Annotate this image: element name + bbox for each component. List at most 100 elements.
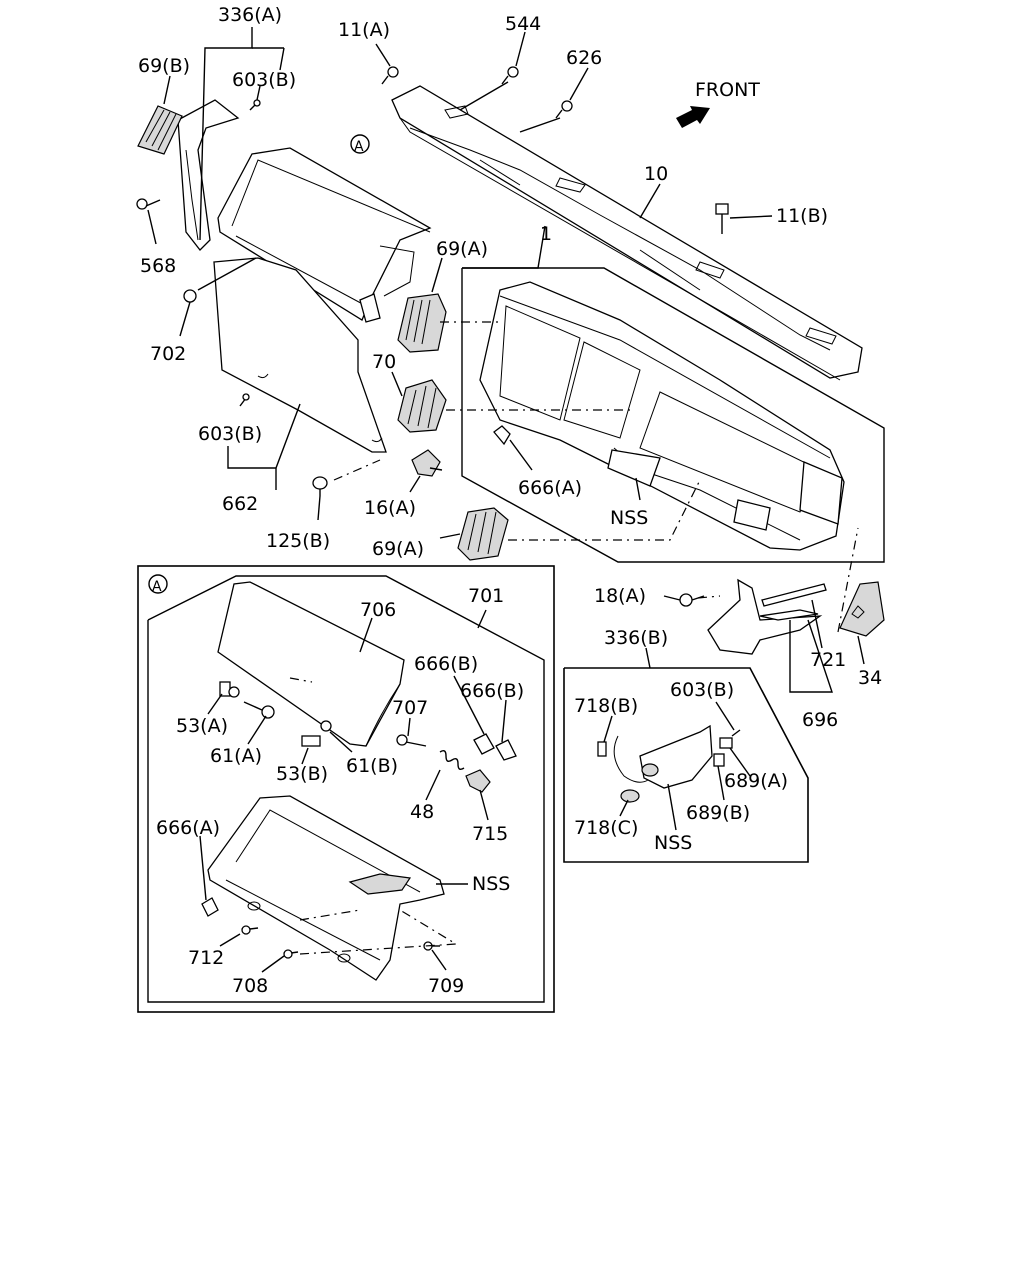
front-arrow-icon <box>676 106 710 128</box>
label-662: 662 <box>222 493 258 515</box>
label-34: 34 <box>858 667 882 689</box>
screw-544 <box>501 66 519 85</box>
label-nss-top: NSS <box>610 507 648 529</box>
lid-706 <box>217 581 405 747</box>
detail-a-inner-frame <box>147 575 545 1003</box>
nut-702 <box>183 289 197 303</box>
label-10: 10 <box>644 163 668 185</box>
pad-689b <box>713 753 725 767</box>
vent-69a-bottom <box>457 507 509 561</box>
label-709: 709 <box>428 975 464 997</box>
subbox-336b-frame <box>563 667 809 863</box>
bolt-11b <box>715 203 729 234</box>
label-70: 70 <box>372 351 396 373</box>
hinge-53a <box>219 681 240 698</box>
label-702: 702 <box>150 343 186 365</box>
label-18a: 18(A) <box>594 585 646 607</box>
screw-568 <box>136 198 161 210</box>
front-label: FRONT <box>695 79 760 101</box>
label-715: 715 <box>472 823 508 845</box>
label-nss-box: NSS <box>654 832 692 854</box>
label-69a-top: 69(A) <box>436 238 488 260</box>
label-696: 696 <box>802 709 838 731</box>
label-11a: 11(A) <box>338 19 390 41</box>
label-718c: 718(C) <box>574 817 638 839</box>
glove-box-upper <box>217 147 432 323</box>
glove-box-lid-662 <box>213 257 387 453</box>
label-666a-box: 666(A) <box>156 817 220 839</box>
label-666b-2: 666(B) <box>460 680 524 702</box>
label-707: 707 <box>392 697 428 719</box>
screw-708 <box>283 949 299 959</box>
label-11b: 11(B) <box>776 205 828 227</box>
label-nss-detail: NSS <box>472 873 510 895</box>
label-689a: 689(A) <box>724 770 788 792</box>
latch-715 <box>465 769 491 793</box>
label-721: 721 <box>810 649 846 671</box>
grommet-718c <box>620 789 640 803</box>
pad-689a <box>719 737 733 749</box>
dashboard-main-panel <box>479 281 845 551</box>
label-53a: 53(A) <box>176 715 228 737</box>
label-61b: 61(B) <box>346 755 398 777</box>
vent-70 <box>397 379 447 433</box>
label-336a: 336(A) <box>218 4 282 26</box>
screw-603b-box <box>731 729 741 737</box>
dash-top-rail <box>391 85 863 381</box>
label-626: 626 <box>566 47 602 69</box>
label-701: 701 <box>468 585 504 607</box>
screw-603b-mid <box>239 393 250 407</box>
label-706: 706 <box>360 599 396 621</box>
label-718b: 718(B) <box>574 695 638 717</box>
bolt-707 <box>396 734 427 747</box>
dashboard-bracket <box>461 267 885 563</box>
label-61a: 61(A) <box>210 745 262 767</box>
clip-666b-1 <box>473 733 495 755</box>
latch-16a <box>411 449 443 477</box>
clip-125b <box>312 476 328 496</box>
detail-a-marker-icon <box>350 134 370 154</box>
label-603b-mid: 603(B) <box>198 423 262 445</box>
screw-603b-top <box>249 99 261 111</box>
label-53b: 53(B) <box>276 763 328 785</box>
hinge-53b <box>301 735 321 747</box>
panel-336b-detail <box>613 724 713 789</box>
detail-a-box-marker: A <box>152 579 162 595</box>
side-panel-336a <box>177 99 240 251</box>
label-603b-top: 603(B) <box>232 69 296 91</box>
label-69b: 69(B) <box>138 55 190 77</box>
clip-718b <box>597 741 607 757</box>
label-712: 712 <box>188 947 224 969</box>
leader-dash-3 <box>333 459 381 481</box>
vent-69a-top <box>397 293 447 353</box>
clip-666b-2 <box>495 739 517 761</box>
label-568: 568 <box>140 255 176 277</box>
label-16a: 16(A) <box>364 497 416 519</box>
detail-a-box-marker-icon <box>148 574 168 594</box>
label-1: 1 <box>540 223 552 245</box>
label-708: 708 <box>232 975 268 997</box>
label-336b: 336(B) <box>604 627 668 649</box>
bolt-11a <box>381 66 399 85</box>
trim-34 <box>839 581 885 637</box>
screw-626 <box>555 100 573 119</box>
clip-666a-box <box>201 897 219 917</box>
label-125b: 125(B) <box>266 530 330 552</box>
detail-a-marker: A <box>354 139 364 155</box>
label-666a-top: 666(A) <box>518 477 582 499</box>
clip-666a-top <box>493 425 511 446</box>
vent-69b <box>137 105 183 155</box>
label-544: 544 <box>505 13 541 35</box>
label-689b: 689(B) <box>686 802 750 824</box>
spring-48 <box>439 749 465 771</box>
screw-61a <box>243 701 275 719</box>
leader-dash-4 <box>508 479 701 541</box>
bolt-18a <box>679 593 705 607</box>
label-69a-bottom: 69(A) <box>372 538 424 560</box>
bracket-336b <box>707 578 823 655</box>
label-603b-box: 603(B) <box>670 679 734 701</box>
screw-712 <box>241 925 259 935</box>
leader-dash-5 <box>697 595 721 599</box>
detail-a-box <box>137 565 555 1013</box>
